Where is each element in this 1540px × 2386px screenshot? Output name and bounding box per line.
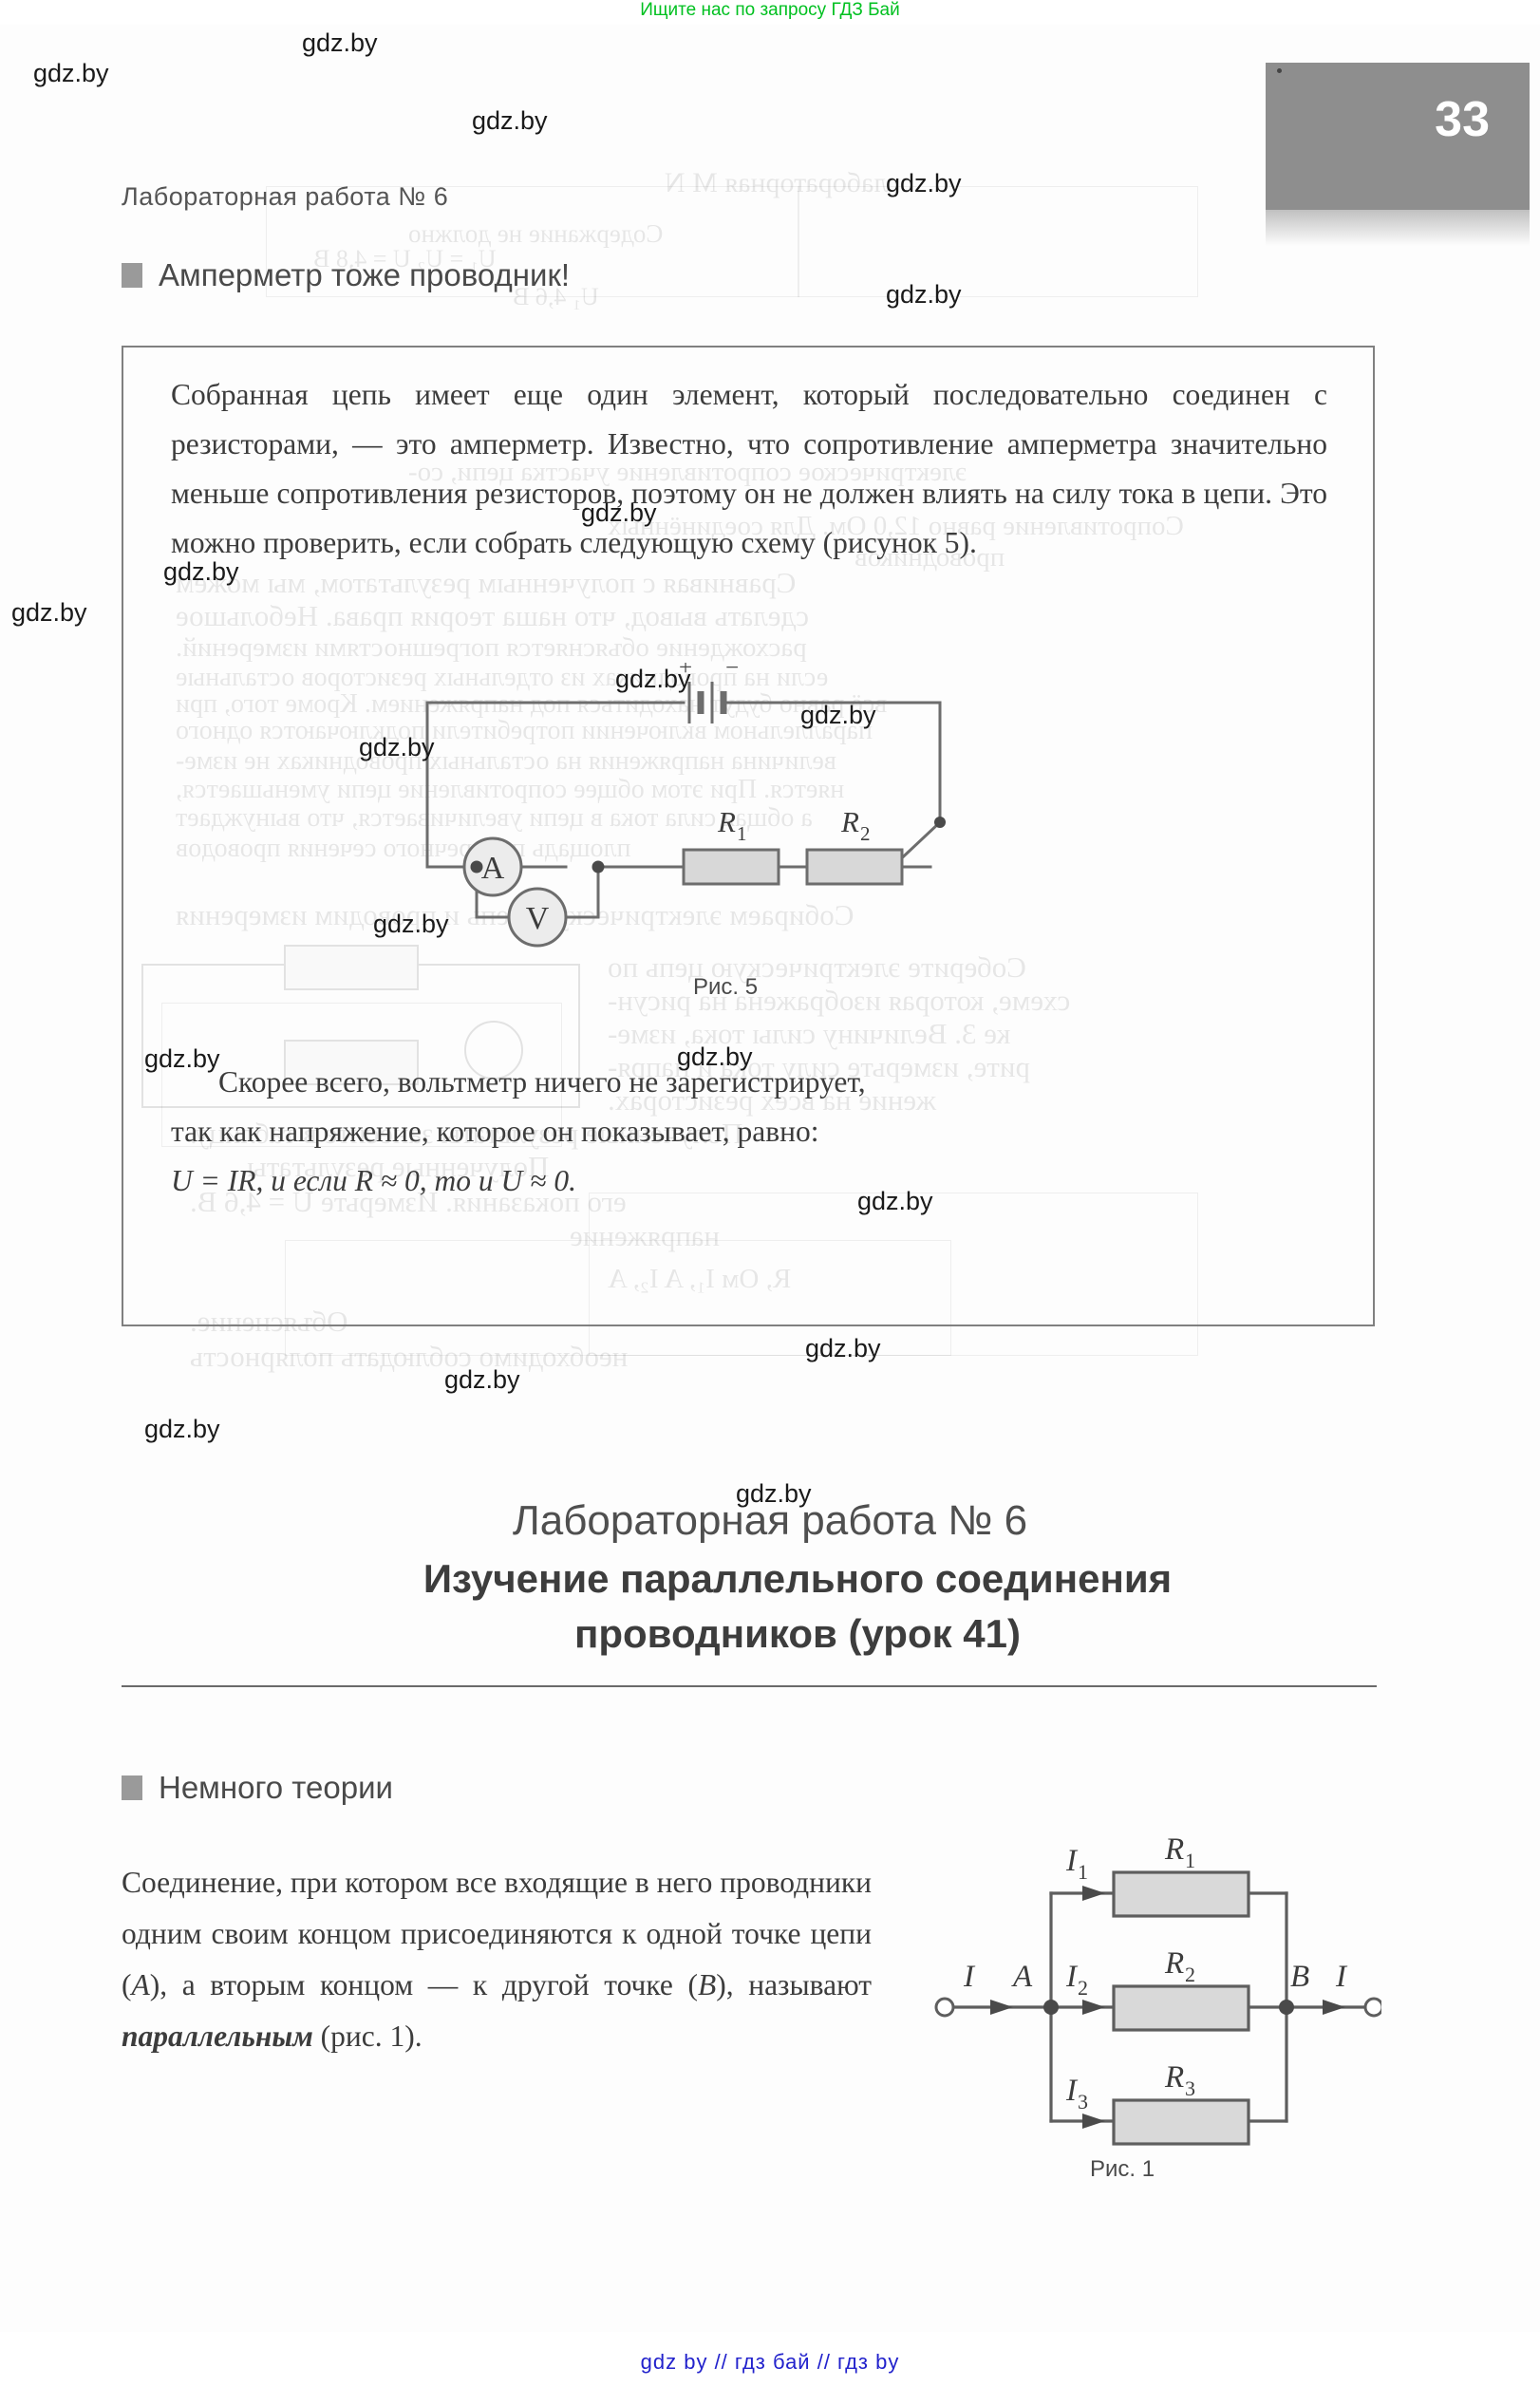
current-i2-subscript: 2 — [1078, 1976, 1088, 2000]
tab-speck — [1277, 68, 1282, 73]
ghost-line-0: лабораторная M N — [665, 167, 889, 198]
theory-point-b: B — [698, 1968, 717, 2001]
section-heading-ammeter: Амперметр тоже проводник! — [122, 257, 570, 293]
resistor-r1-subscript: 1 — [737, 822, 747, 845]
ammeter-label: A — [481, 851, 505, 886]
battery-plus-label: + — [679, 663, 692, 681]
resistor-r2-body — [805, 848, 904, 886]
page-number: 33 — [1435, 92, 1490, 147]
lab-title-block: Изучение параллельного соединения провод… — [237, 1551, 1358, 1662]
arrow-current-in — [990, 2000, 1013, 2015]
current-i1-label: I — [1065, 1844, 1079, 1878]
ammeter-symbol — [462, 836, 523, 897]
content-frame-box — [122, 346, 1375, 1326]
resistor-r2-body — [1112, 1984, 1250, 2032]
figure-5-series-circuit: + − A V R 1 R 2 — [425, 663, 946, 948]
switch-pivot-dot — [934, 817, 946, 828]
square-bullet-icon — [122, 263, 142, 288]
arrow-current-i1 — [1082, 1886, 1105, 1901]
top-promo-banner: Ищите нас по запросу ГДЗ Бай — [640, 0, 900, 20]
theory-text-post: ), называют — [716, 1968, 872, 2001]
lab-title-line-1: Лабораторная работа № 6 — [512, 1497, 1028, 1544]
page-tab-shadow — [1266, 210, 1530, 246]
ghost-line-29: необходимо соблюдать полярность — [190, 1340, 629, 1373]
figure-1-parallel-circuit: R 1 R 2 R 3 I 1 I 2 I 3 I A B I — [934, 1832, 1381, 2146]
running-head: Лабораторная работа № 6 — [122, 182, 449, 211]
junction-dot-right — [592, 860, 605, 874]
node-b-dot — [1279, 2000, 1294, 2015]
current-i2-label: I — [1065, 1960, 1079, 1994]
figure-1-caption: Рис. 1 — [1090, 2156, 1155, 2182]
terminal-input — [934, 1997, 955, 2018]
resistor-r3-subscript: 3 — [1185, 2076, 1195, 2100]
arrow-current-i3 — [1082, 2114, 1105, 2129]
terminal-output — [1363, 1997, 1381, 2018]
ammeter-conclusion-line-2: так как напряжение, которое он показывае… — [171, 1115, 819, 1148]
section-heading-ammeter-label: Амперметр тоже проводник! — [159, 257, 571, 292]
bottom-promo-banner: gdz by // гдз бай // гдз by — [640, 2350, 900, 2374]
battery-minus-label: − — [725, 663, 739, 681]
theory-text-tail: (рис. 1). — [312, 2020, 423, 2053]
resistor-r2-subscript: 2 — [1185, 1963, 1195, 1986]
current-i3-subscript: 3 — [1078, 2090, 1088, 2114]
current-i3-label: I — [1065, 2074, 1079, 2108]
theory-point-a: A — [131, 1968, 150, 2001]
lab-title-line-3: проводников (урок 41) — [574, 1611, 1021, 1656]
node-a-dot — [1043, 2000, 1059, 2015]
theory-text-mid: ), а вторым концом — к другой точке ( — [149, 1968, 698, 2001]
arrow-current-out — [1323, 2000, 1345, 2015]
resistor-r3-body — [1112, 2098, 1250, 2146]
voltmeter-label: V — [526, 901, 550, 936]
arrow-current-i2 — [1082, 2000, 1105, 2015]
figure-5-caption: Рис. 5 — [693, 974, 759, 1000]
voltmeter-symbol — [507, 887, 568, 948]
current-in-label: I — [963, 1960, 976, 1994]
ammeter-conclusion-line-1: Скорее всего, вольтметр ничего не зареги… — [218, 1065, 866, 1099]
ghost-table-2 — [798, 186, 1198, 297]
resistor-r1-subscript: 1 — [1185, 1849, 1195, 1872]
resistor-r2-subscript: 2 — [860, 822, 871, 845]
theory-term-parallel: параллельным — [122, 2020, 313, 2053]
page-number-tab: 33 — [1266, 63, 1530, 210]
resistor-r1-label: R — [717, 805, 736, 838]
theory-paragraph: Соединение, при котором все входящие в н… — [122, 1857, 872, 2062]
resistor-r1-body — [1112, 1870, 1250, 1918]
resistor-r1-body — [682, 848, 780, 886]
square-bullet-icon — [122, 1775, 142, 1800]
section-heading-theory-label: Немного теории — [159, 1770, 393, 1805]
section-heading-theory: Немного теории — [122, 1770, 393, 1806]
theory-text-pre: Соединение, при котором все входящие в н… — [122, 1866, 872, 2001]
ammeter-formula: U = IR, и если R ≈ 0, то и U ≈ 0. — [171, 1164, 576, 1197]
resistor-r3-label: R — [1164, 2060, 1184, 2095]
current-i1-subscript: 1 — [1078, 1860, 1088, 1884]
title-divider-rule — [122, 1685, 1377, 1687]
node-a-label: A — [1011, 1960, 1033, 1994]
resistor-r1-label: R — [1164, 1832, 1184, 1867]
node-b-label: B — [1290, 1960, 1309, 1994]
resistor-r2-label: R — [1164, 1946, 1184, 1981]
resistor-r2-label: R — [840, 805, 859, 838]
ghost-circuit-figure — [141, 945, 580, 1108]
ammeter-body-paragraph: Собранная цепь имеет еще один элемент, к… — [171, 378, 1327, 559]
lab-title-line-2: Изучение параллельного соединения — [423, 1556, 1173, 1601]
current-out-label: I — [1335, 1960, 1348, 1994]
ghost-line-1: Содержание не должно — [408, 219, 664, 248]
junction-dot-left — [470, 860, 483, 874]
